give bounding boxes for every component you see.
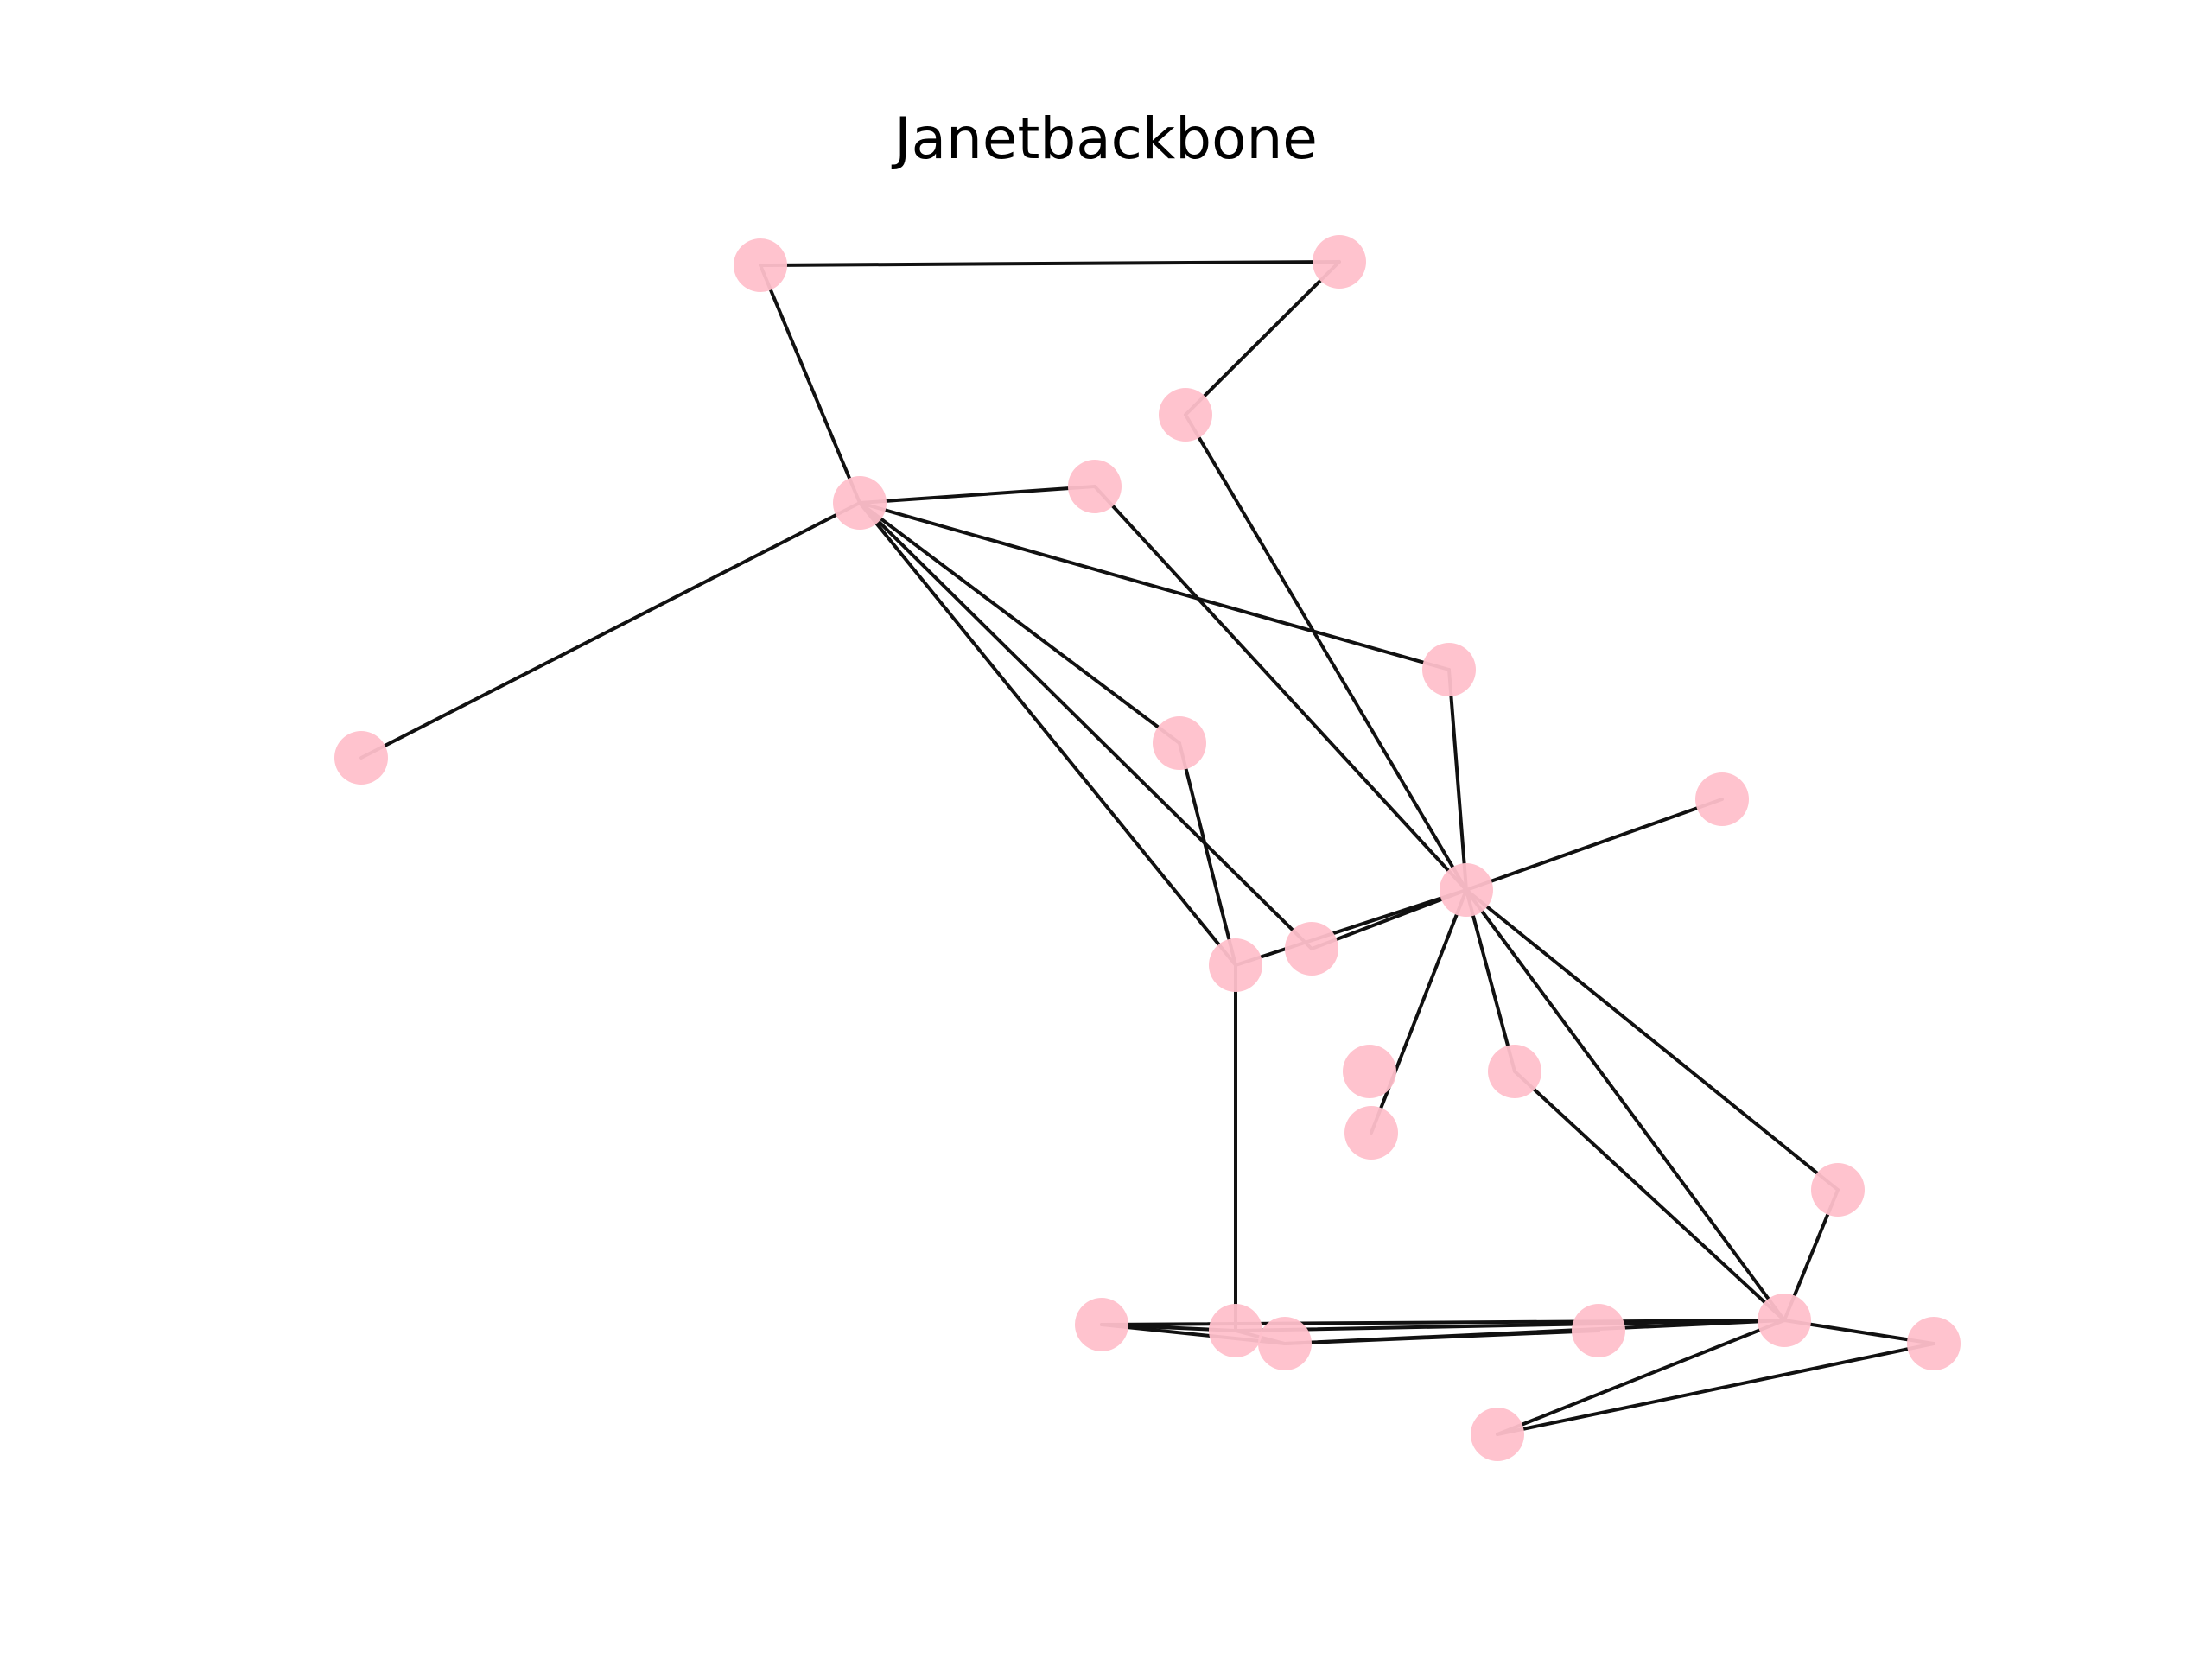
graph-node-n16 (1075, 1298, 1128, 1351)
graph-edge-n6-n9 (1447, 668, 1468, 892)
graph-node-n22 (1572, 1304, 1625, 1357)
graph-edge-n3-n5 (359, 501, 861, 760)
graph-edge-n21-n20 (1496, 1342, 1936, 1436)
graph-edge-n7-n11 (1178, 741, 1237, 967)
graph-node-n0 (734, 238, 787, 292)
graph-edge-n0-n3 (759, 264, 861, 505)
graph-edge-n3-n10 (858, 501, 1313, 950)
graph-edge-n3-n6 (858, 501, 1451, 671)
graph-node-n21 (1907, 1317, 1961, 1370)
graph-node-n10 (1285, 922, 1338, 976)
graph-node-n4 (1068, 460, 1122, 513)
graph-node-n15 (1811, 1163, 1865, 1217)
graph-node-n12 (1343, 1045, 1396, 1098)
graph-edge-n3-n4 (858, 485, 1096, 505)
graph-edge-n1-n2 (1184, 260, 1341, 416)
graph-node-n6 (1422, 643, 1476, 696)
graph-edge-n3-n11 (858, 501, 1237, 967)
graph-edge-n4-n9 (1093, 485, 1468, 892)
graph-node-n19 (1758, 1294, 1811, 1347)
graph-node-n3 (833, 476, 887, 530)
graph-node-n17 (1209, 1304, 1262, 1357)
graph-node-n5 (334, 731, 388, 785)
graph-edge-n2-n9 (1184, 413, 1468, 892)
graph-edge-n0-n1 (759, 260, 1341, 267)
edges-layer (359, 260, 1936, 1436)
graph-node-n20 (1471, 1408, 1524, 1461)
graph-node-n13 (1488, 1045, 1541, 1098)
graph-edge-n9-n13 (1465, 888, 1516, 1073)
graph-node-n1 (1313, 235, 1366, 289)
graph-node-n7 (1153, 716, 1206, 770)
graph-edge-n9-n15 (1465, 888, 1840, 1192)
graph-edge-n17-n19 (1234, 1319, 1786, 1332)
graph-edge-n11-n9 (1234, 888, 1468, 967)
graph-edge-n8-n9 (1465, 798, 1724, 892)
graph-edge-n3-n7 (858, 501, 1181, 745)
graph-edge-n18-n22 (1283, 1329, 1600, 1345)
graph-node-n2 (1159, 388, 1212, 442)
graph-node-n9 (1440, 863, 1493, 917)
graph-edge-n19-n20 (1496, 1319, 1786, 1436)
graph-edge-n9-n14 (1370, 888, 1468, 1135)
graph-title: Janetbackbone (894, 105, 1318, 172)
nodes-layer (334, 235, 1961, 1461)
graph-edge-n13-n19 (1513, 1070, 1786, 1322)
graph-node-n11 (1209, 938, 1262, 992)
graph-node-n8 (1695, 772, 1749, 826)
graph-node-n18 (1258, 1317, 1312, 1370)
graph-node-n14 (1344, 1106, 1398, 1160)
graph-edge-n9-n19 (1465, 888, 1786, 1322)
